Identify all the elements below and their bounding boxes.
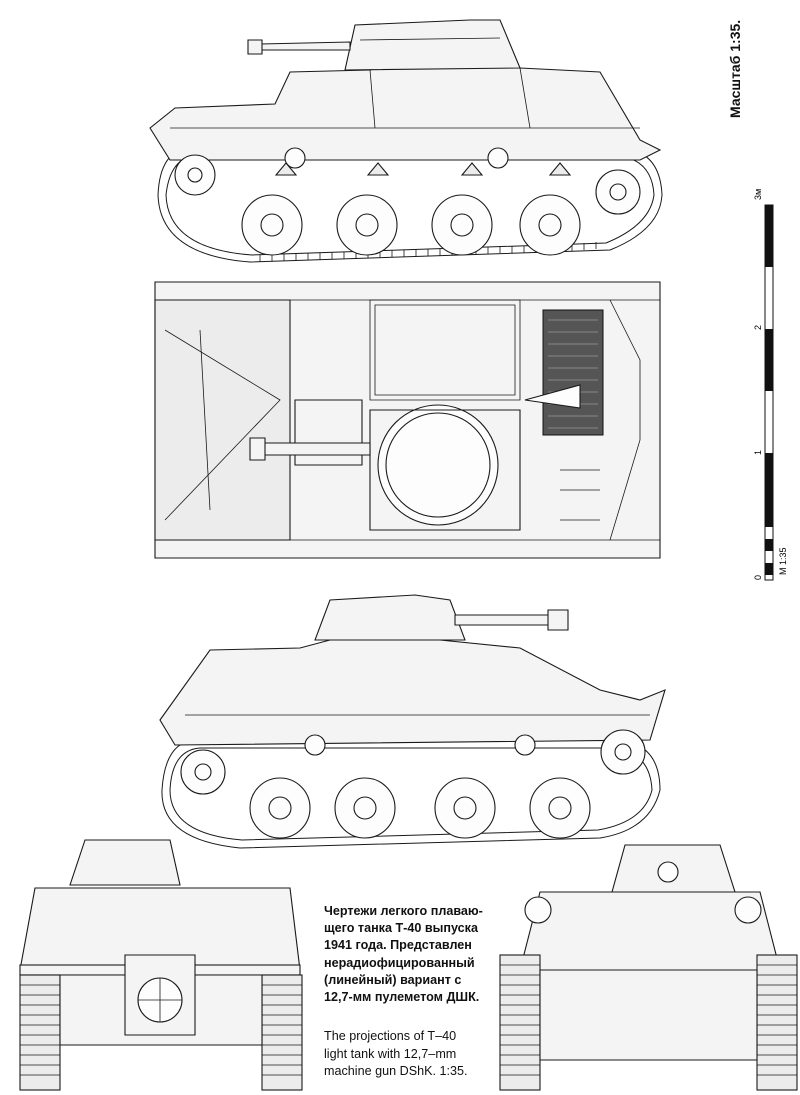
caption-russian: Чертежи легкого плаваю- щего танка Т-40 … <box>324 904 483 1005</box>
hull <box>149 67 662 161</box>
scale-tick-1: 1 <box>753 450 763 455</box>
hull-2 <box>159 639 666 746</box>
caption-english: The projections of T–40 light tank with … <box>324 1029 468 1078</box>
engine-grille <box>542 309 604 436</box>
turret-rear <box>69 839 181 886</box>
road-wheels-2 <box>249 777 591 839</box>
side-view-right <box>159 594 666 849</box>
rear-view <box>19 839 303 1091</box>
gun-top <box>261 442 371 456</box>
scale-unit: 3м <box>753 189 763 200</box>
track-front-left <box>499 954 541 1091</box>
headlight-right <box>734 896 762 924</box>
track-rear-right <box>261 974 303 1091</box>
machine-gun-2 <box>454 614 551 626</box>
scale-note: М 1:35 <box>778 547 788 575</box>
turret-2 <box>314 594 466 641</box>
scale-tick-0: 0 <box>753 575 763 580</box>
front-view <box>499 844 798 1091</box>
side-view-left <box>149 19 663 263</box>
track-outline-2 <box>161 739 661 849</box>
scale-bar: 3м 0 1 2 М 1:35 <box>753 189 788 581</box>
track-front-right <box>756 954 798 1091</box>
headlight-left <box>524 896 552 924</box>
road-wheels <box>241 194 581 256</box>
machine-gun <box>259 41 351 51</box>
turret <box>344 19 521 71</box>
track-rear-left <box>19 974 61 1091</box>
scale-tick-2: 2 <box>753 325 763 330</box>
scale-title: Масштаб 1:35. <box>727 19 743 118</box>
top-view <box>154 281 661 559</box>
track-outline <box>157 147 663 263</box>
